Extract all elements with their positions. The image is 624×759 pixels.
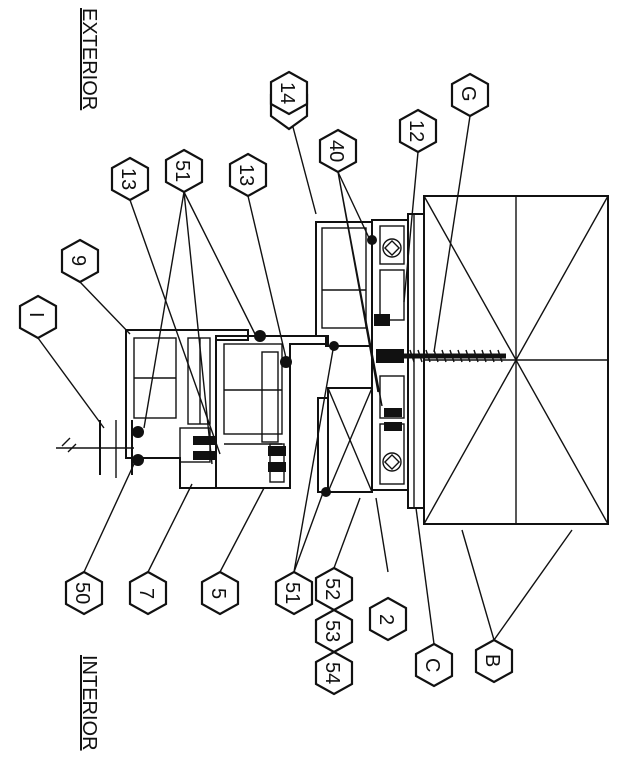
callout-51b-text: 51 (281, 582, 303, 604)
screw-head-small (374, 314, 390, 326)
callout-13b-text: 13 (235, 164, 257, 186)
leader-lines (37, 111, 573, 645)
gaskets (132, 235, 377, 497)
thermal-breaks (193, 408, 402, 472)
callout-C-text: C (421, 658, 443, 672)
glass-break-mark (61, 437, 77, 453)
callout-53-text: 53 (321, 620, 343, 642)
wood-blocking (423, 195, 609, 525)
interior-label: INTERIOR (78, 655, 100, 751)
callout-54-text: 54 (321, 662, 343, 684)
callout-7-text: 7 (135, 588, 157, 599)
callout-14-text: 14 (276, 82, 298, 104)
callout-51a-text: 51 (171, 160, 193, 182)
callout-9-text: 9 (67, 255, 89, 266)
callout-12-text: 12 (405, 120, 427, 142)
anchor-screw (376, 349, 506, 363)
callout-G-text: G (457, 86, 479, 102)
callout-5-text: 5 (207, 588, 229, 599)
callout-13a-text: 13 (117, 168, 139, 190)
setting-block (317, 387, 373, 493)
callout-tags: 14 40 12 G 13 51 13 9 I 50 7 5 5 (18, 70, 514, 696)
callout-50-text: 50 (71, 582, 93, 604)
callout-2-text: 2 (375, 614, 397, 625)
exterior-label: EXTERIOR (78, 8, 100, 110)
callout-I-text: I (25, 312, 47, 318)
sash-frame (215, 335, 329, 489)
frame-profile-14 (315, 221, 373, 347)
callout-B-text: B (481, 654, 503, 667)
vent-frame-9 (125, 329, 249, 489)
callout-40-text: 40 (325, 140, 347, 162)
glass-pane (99, 420, 133, 478)
callout-52-text: 52 (321, 578, 343, 600)
